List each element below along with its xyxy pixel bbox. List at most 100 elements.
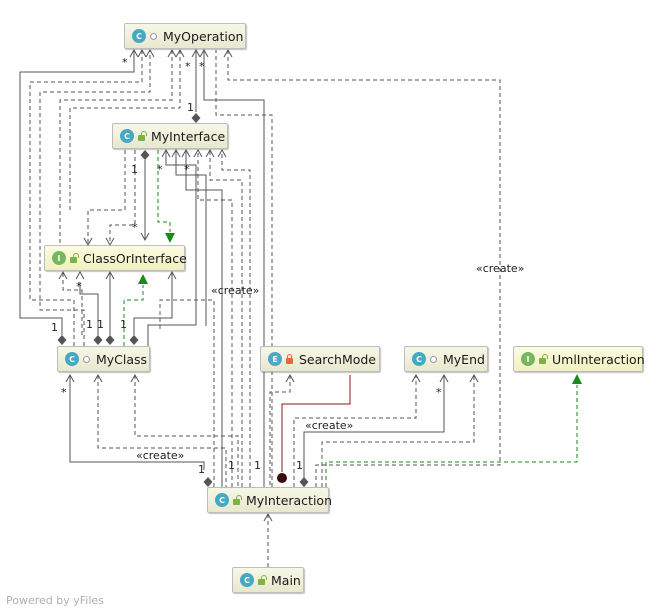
dependency-arrow	[129, 48, 139, 58]
create-dependency-edge	[227, 50, 501, 487]
node-search-mode[interactable]: E SearchMode	[260, 346, 380, 372]
dependency-arrow	[285, 373, 295, 383]
dependency-edge	[175, 150, 207, 326]
multiplicity-label: 1	[254, 459, 261, 472]
realization-arrowhead	[572, 374, 582, 384]
class-icon: C	[65, 352, 79, 366]
node-my-interface[interactable]: C MyInterface	[112, 123, 228, 149]
multiplicity-label: 1	[198, 463, 205, 476]
node-label: MyInteraction	[246, 492, 332, 508]
composition-diamond	[105, 335, 115, 345]
multiplicity-label: *	[199, 60, 205, 73]
composition-edge	[19, 50, 135, 335]
public-visibility-icon	[233, 494, 242, 505]
composition-diamond	[299, 477, 309, 487]
multiplicity-label: *	[185, 60, 191, 73]
enum-association-edge	[281, 375, 351, 472]
class-icon: C	[215, 493, 229, 507]
enum-icon: E	[268, 352, 282, 366]
dependency-arrow	[171, 148, 181, 158]
dependency-arrow	[439, 373, 449, 383]
composition-edge	[79, 282, 99, 335]
dependency-edge	[221, 150, 251, 487]
multiplicity-label: 1	[296, 459, 303, 472]
dependency-edge	[215, 50, 273, 487]
package-visibility-icon	[150, 32, 157, 40]
watermark: Powered by yFiles	[6, 594, 104, 607]
dependency-edge	[62, 272, 83, 335]
composition-diamond	[57, 335, 67, 345]
dependency-arrow	[75, 270, 85, 280]
dependency-edge	[69, 50, 181, 210]
composition-edge	[203, 50, 265, 487]
multiplicity-label: 1	[86, 318, 93, 331]
multiplicity-label: *	[61, 386, 67, 399]
dependency-edge	[159, 299, 215, 487]
dependency-arrow	[161, 148, 171, 158]
dependency-arrow	[217, 148, 227, 158]
composition-diamond	[93, 335, 103, 345]
realization-edge	[123, 285, 144, 346]
dependency-arrow	[263, 512, 273, 522]
dependency-arrow	[65, 373, 75, 383]
composition-diamond	[203, 477, 213, 487]
dependency-arrow	[181, 148, 191, 158]
node-main[interactable]: C Main	[232, 567, 304, 593]
dependency-edge	[109, 150, 136, 245]
multiplicity-label: *	[184, 163, 190, 176]
package-visibility-icon	[83, 355, 90, 363]
dependency-edge	[29, 50, 143, 346]
public-visibility-icon	[70, 252, 79, 263]
dependency-arrow	[193, 148, 203, 158]
dependency-arrow	[411, 373, 421, 383]
create-dependency-edge	[293, 375, 417, 487]
dependency-arrow	[469, 373, 479, 383]
composition-diamond	[129, 335, 139, 345]
node-label: MyOperation	[163, 28, 244, 44]
dependency-edge	[209, 150, 243, 487]
public-visibility-icon	[258, 574, 267, 585]
multiplicity-label: *	[122, 56, 128, 69]
dependency-edge	[59, 50, 173, 250]
multiplicity-label: *	[436, 386, 442, 399]
dependency-arrow	[105, 270, 115, 280]
realization-edge	[157, 150, 171, 232]
interface-icon: I	[521, 352, 535, 366]
dependency-edge	[269, 375, 291, 487]
multiplicity-label: 1	[120, 318, 127, 331]
create-label: «create»	[136, 449, 185, 462]
node-my-operation[interactable]: C MyOperation	[124, 23, 246, 49]
dependency-edge	[147, 150, 197, 346]
dependency-arrow	[191, 48, 201, 58]
composition-diamond	[191, 113, 201, 123]
private-visibility-icon	[286, 353, 293, 364]
node-my-interaction[interactable]: C MyInteraction	[207, 487, 332, 513]
create-label: «create»	[305, 419, 354, 432]
node-class-or-interface[interactable]: I ClassOrInterface	[44, 245, 187, 271]
create-label: «create»	[476, 262, 525, 275]
multiplicity-label: *	[132, 221, 138, 234]
dependency-edge	[134, 375, 239, 487]
composition-edge	[69, 375, 205, 470]
public-visibility-icon	[539, 353, 548, 364]
multiplicity-label: 1	[187, 101, 194, 114]
dependency-edge	[39, 50, 151, 346]
multiplicity-label: 1	[51, 321, 58, 334]
node-label: SearchMode	[299, 351, 377, 367]
dependency-arrow	[205, 148, 215, 158]
node-label: UmlInteraction	[552, 351, 645, 367]
composition-diamond	[140, 150, 150, 160]
node-my-end[interactable]: C MyEnd	[404, 346, 488, 372]
node-uml-interaction[interactable]: I UmlInteraction	[513, 346, 645, 372]
node-label: MyEnd	[443, 351, 485, 367]
class-icon: C	[240, 573, 254, 587]
node-label: ClassOrInterface	[83, 250, 187, 266]
composition-edge	[303, 375, 445, 487]
node-my-class[interactable]: C MyClass	[57, 346, 150, 372]
node-label: MyInterface	[151, 128, 226, 144]
dependency-arrow	[167, 270, 177, 280]
dependency-arrow	[175, 48, 185, 58]
dependency-arrow	[223, 48, 233, 58]
